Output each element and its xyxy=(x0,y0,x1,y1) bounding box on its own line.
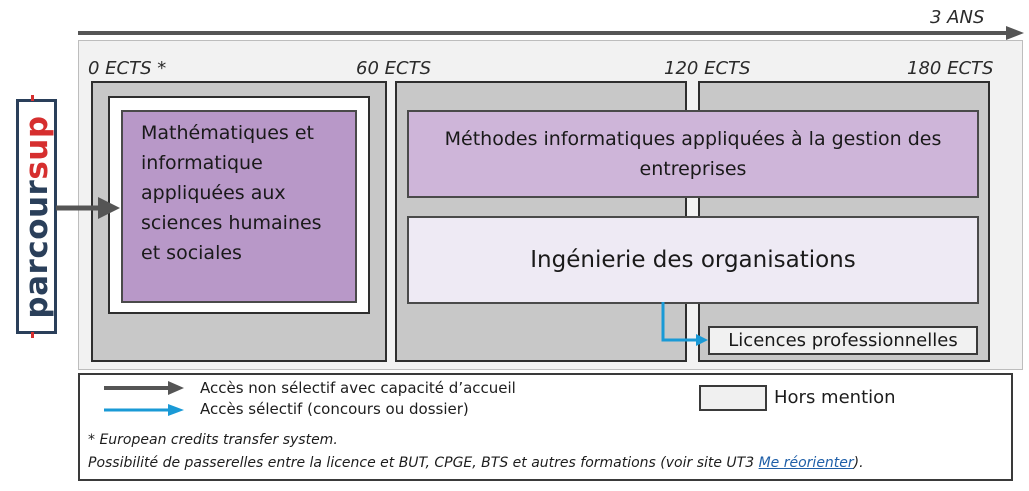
legend-gray-arrow-icon xyxy=(104,381,184,395)
duration-label: 3 ANS xyxy=(930,7,985,28)
legend-non-selective: Accès non sélectif avec capacité d’accue… xyxy=(200,379,516,397)
legend xyxy=(78,373,1013,481)
program-mi-gestion-label: Méthodes informatiques appliquées à la g… xyxy=(444,128,942,180)
ects-label-0: 0 ECTS * xyxy=(88,58,167,79)
legend-blue-arrow-icon xyxy=(104,404,184,416)
legend-selective: Accès sélectif (concours ou dossier) xyxy=(200,400,469,418)
parcoursup-part2: sup xyxy=(18,114,55,180)
ects-label-180: 180 ECTS xyxy=(907,58,994,79)
ects-footnote: * European credits transfer system. xyxy=(88,432,338,448)
parcoursup-tick-top xyxy=(31,95,34,101)
licences-pro-label: Licences professionnelles xyxy=(728,330,958,351)
ects-label-60: 60 ECTS xyxy=(356,58,431,79)
passerelles-note: Possibilité de passerelles entre la lice… xyxy=(88,455,864,471)
program-miashs[interactable]: Mathématiques et informatique appliquées… xyxy=(121,110,357,303)
ects-label-120: 120 ECTS xyxy=(664,58,751,79)
parcoursup-tick-bottom xyxy=(31,332,34,338)
program-mi-gestion[interactable]: Méthodes informatiques appliquées à la g… xyxy=(407,110,979,198)
me-reorienter-link[interactable]: Me réorienter xyxy=(758,455,854,471)
selective-access-arrow xyxy=(661,302,708,346)
passerelles-text: Possibilité de passerelles entre la lice… xyxy=(88,455,759,471)
legend-hors-mention-swatch xyxy=(699,385,767,411)
program-ingenierie-label: Ingénierie des organisations xyxy=(530,247,856,273)
passerelles-suffix: ). xyxy=(853,455,864,471)
parcoursup-entry-arrow xyxy=(56,197,120,219)
program-miashs-label: Mathématiques et informatique appliquées… xyxy=(141,122,322,264)
parcoursup-logo: parcoursup xyxy=(16,99,57,334)
parcoursup-part1: parcour xyxy=(18,179,55,319)
program-ingenierie[interactable]: Ingénierie des organisations xyxy=(407,216,979,304)
legend-hors-mention: Hors mention xyxy=(774,387,896,408)
timeline-arrow xyxy=(78,26,1024,40)
licences-pro-box[interactable]: Licences professionnelles xyxy=(708,326,978,355)
